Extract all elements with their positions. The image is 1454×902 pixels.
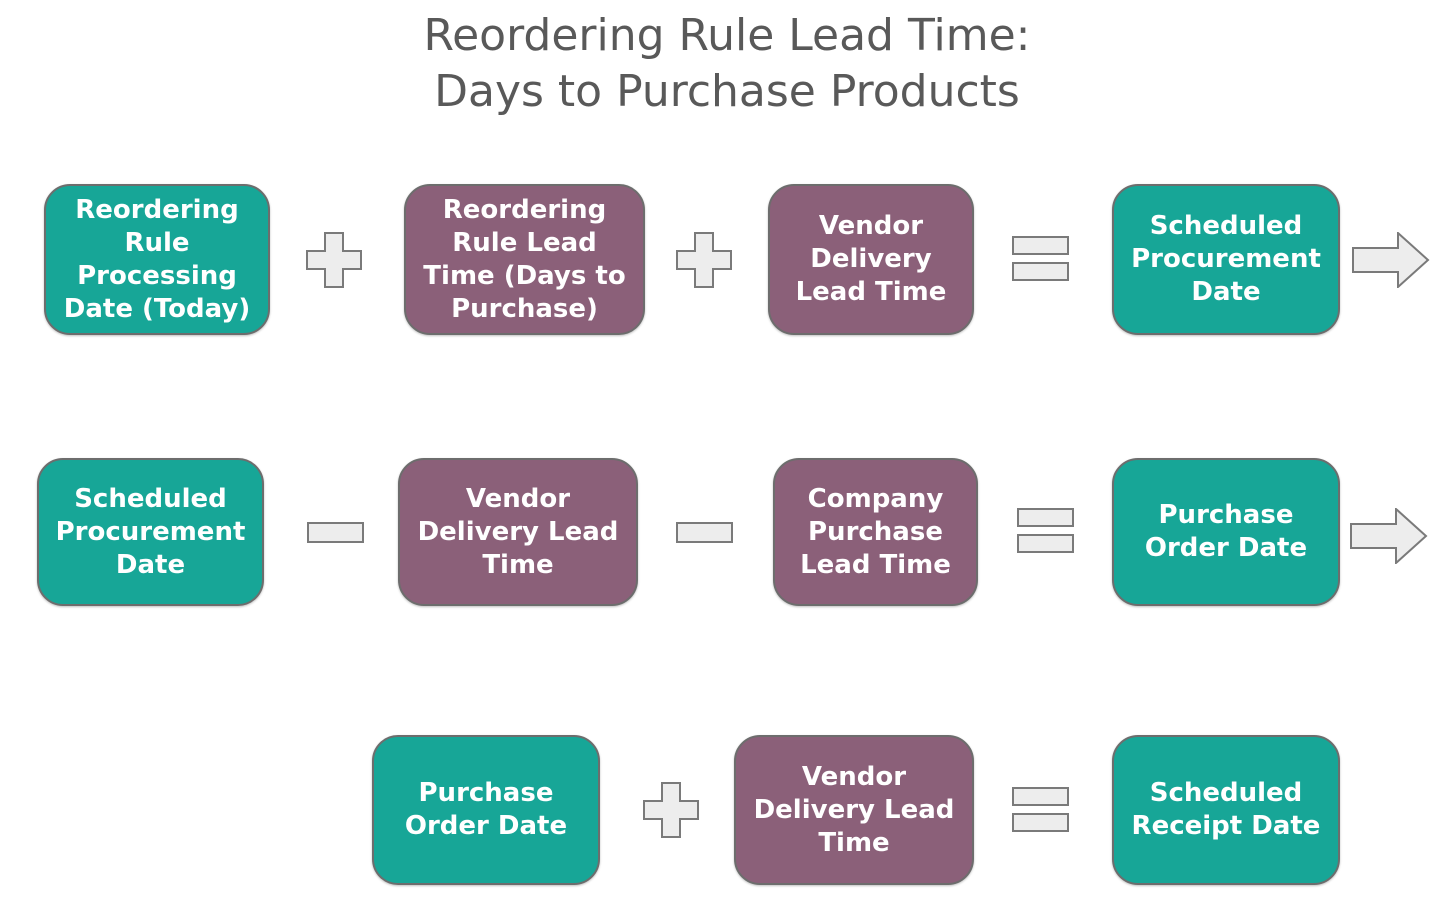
minus-icon: [676, 522, 734, 544]
box-vendor-delivery-lead-time: Vendor Delivery Lead Time: [734, 735, 974, 885]
equals-icon: [1012, 236, 1070, 282]
box-reordering-rule-processing-date: Reordering Rule Processing Date (Today): [44, 184, 270, 335]
box-scheduled-procurement-date: Scheduled Procurement Date: [37, 458, 264, 606]
equals-icon: [1017, 508, 1075, 554]
box-vendor-delivery-lead-time: Vendor Delivery Lead Time: [398, 458, 638, 606]
arrow-right-icon: [1352, 232, 1430, 288]
box-scheduled-procurement-date: Scheduled Procurement Date: [1112, 184, 1340, 335]
box-company-purchase-lead-time: Company Purchase Lead Time: [773, 458, 978, 606]
plus-icon: [643, 782, 699, 838]
arrow-right-icon: [1350, 508, 1428, 564]
diagram-title-line-1: Reordering Rule Lead Time:: [423, 10, 1031, 61]
diagram-title-line-2: Days to Purchase Products: [434, 66, 1020, 117]
plus-icon: [306, 232, 362, 288]
box-purchase-order-date: Purchase Order Date: [1112, 458, 1340, 606]
equals-icon: [1012, 787, 1070, 833]
box-reordering-rule-lead-time: Reordering Rule Lead Time (Days to Purch…: [404, 184, 645, 335]
box-scheduled-receipt-date: Scheduled Receipt Date: [1112, 735, 1340, 885]
box-purchase-order-date: Purchase Order Date: [372, 735, 600, 885]
box-vendor-delivery-lead-time: Vendor Delivery Lead Time: [768, 184, 974, 335]
minus-icon: [307, 522, 365, 544]
plus-icon: [676, 232, 732, 288]
